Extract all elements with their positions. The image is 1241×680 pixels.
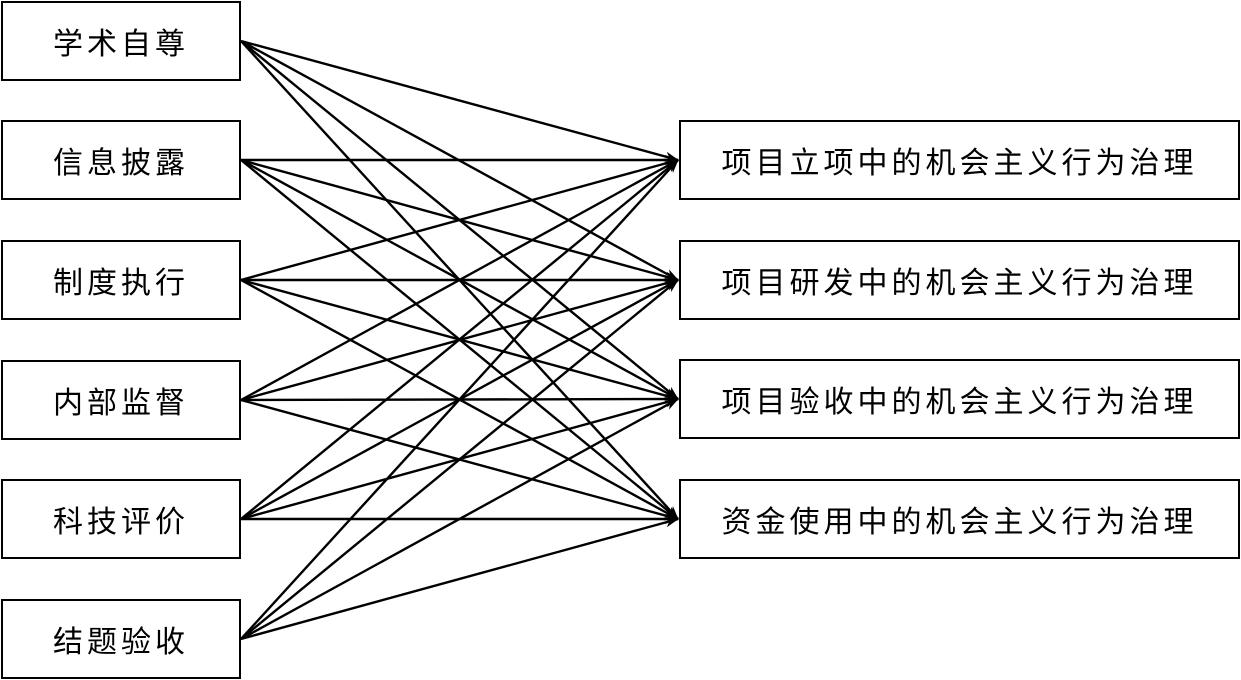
node-internal-supervision: 内部监督 [1,360,241,440]
node-information-disclosure: 信息披露 [1,120,241,200]
node-academic-self-respect: 学术自尊 [1,1,241,81]
node-governance-project-approval: 项目立项中的机会主义行为治理 [679,120,1240,200]
node-governance-fund-usage: 资金使用中的机会主义行为治理 [679,479,1240,559]
arrow-l5-to-r1 [240,159,679,520]
node-tech-evaluation: 科技评价 [1,479,241,559]
arrow-l6-to-r3 [240,397,679,641]
arrow-l4-to-r1 [240,158,679,402]
node-system-enforcement: 制度执行 [1,240,241,320]
arrow-l6-to-r2 [240,279,679,640]
node-project-acceptance: 结题验收 [1,599,241,679]
arrow-l1-to-r1 [240,39,679,162]
node-governance-project-acceptance: 项目验收中的机会主义行为治理 [679,359,1240,439]
arrow-l6-to-r4 [240,517,679,641]
node-governance-project-rnd: 项目研发中的机会主义行为治理 [679,240,1240,320]
arrow-l6-to-r1 [240,159,679,640]
arrow-l3-to-r1 [240,158,679,282]
